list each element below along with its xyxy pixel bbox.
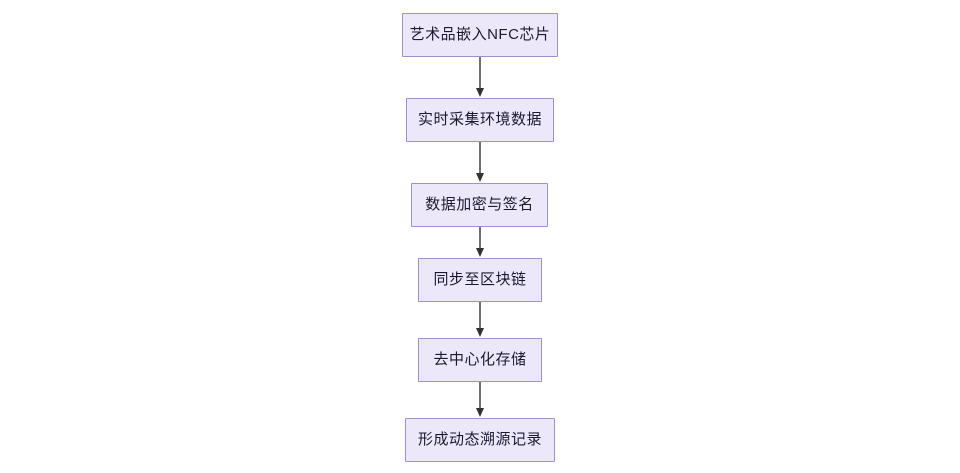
edge-n2-n3 bbox=[474, 142, 486, 183]
edge-n1-n2 bbox=[474, 57, 486, 98]
flow-node-decentralized-storage[interactable]: 去中心化存储 bbox=[418, 338, 542, 382]
flow-node-sync-to-blockchain[interactable]: 同步至区块链 bbox=[418, 258, 542, 302]
flow-node-embed-nfc-chip[interactable]: 艺术品嵌入NFC芯片 bbox=[402, 13, 558, 57]
edge-n3-n4 bbox=[474, 227, 486, 258]
edge-n4-n5 bbox=[474, 302, 486, 338]
flow-node-collect-environment-data[interactable]: 实时采集环境数据 bbox=[406, 98, 554, 142]
flow-node-encrypt-and-sign-data[interactable]: 数据加密与签名 bbox=[411, 183, 548, 227]
edge-n5-n6 bbox=[474, 382, 486, 418]
flow-node-dynamic-traceability-record[interactable]: 形成动态溯源记录 bbox=[405, 418, 555, 462]
